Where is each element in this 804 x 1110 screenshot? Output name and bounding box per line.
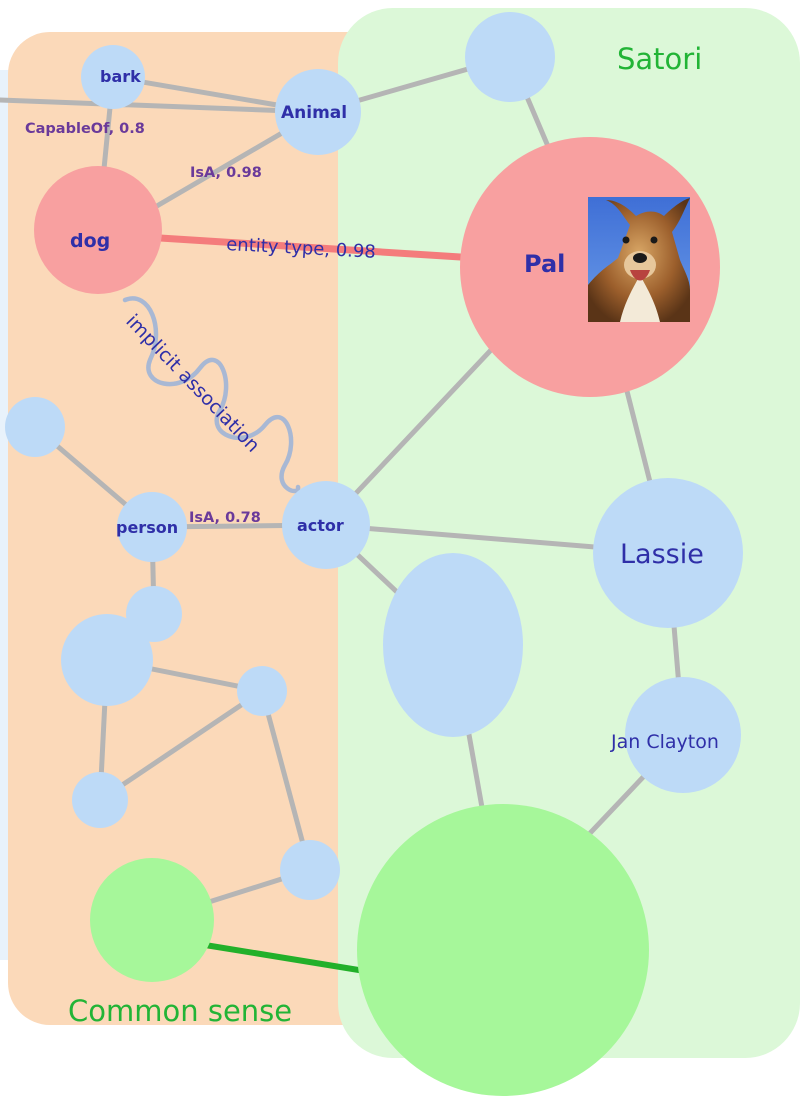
node-bark (81, 45, 145, 109)
label-lassie: Lassie (620, 539, 704, 570)
label-actor: actor (297, 516, 344, 535)
region-label-satori: Satori (617, 42, 702, 76)
label-dog: dog (70, 230, 110, 252)
node-top-satori (465, 12, 555, 102)
label-isa-person: IsA, 0.78 (189, 510, 261, 526)
blue-nodes (5, 12, 743, 900)
node-small-right (237, 666, 287, 716)
node-small-left (5, 397, 65, 457)
node-person (117, 492, 187, 562)
node-lassie (593, 478, 743, 628)
node-big-left (61, 614, 153, 706)
node-bottom-left (72, 772, 128, 828)
label-isa-animal: IsA, 0.98 (190, 165, 262, 181)
edge-entity-type (159, 234, 509, 264)
label-pal: Pal (524, 250, 565, 278)
node-lower-right (280, 840, 340, 900)
node-mid-satori (383, 553, 523, 737)
node-common-sense-green (90, 858, 214, 982)
node-dog (34, 166, 162, 294)
label-bark: bark (100, 67, 141, 86)
label-animal: Animal (281, 103, 347, 123)
label-capableof: CapableOf, 0.8 (25, 121, 145, 137)
label-person: person (116, 518, 178, 537)
implicit-association-wave (122, 296, 301, 494)
node-animal (275, 69, 361, 155)
collie-photo (588, 197, 690, 322)
edge-bottom-rightsmall (97, 688, 265, 803)
node-satori-green (357, 804, 649, 1096)
label-jan-clayton: Jan Clayton (610, 731, 719, 753)
edge-rightsmall-lower (259, 688, 313, 873)
node-actor (282, 481, 370, 569)
region-label-common-sense: Common sense (68, 994, 292, 1028)
node-jan-clayton (625, 677, 741, 793)
edge-animal-left (0, 97, 321, 115)
